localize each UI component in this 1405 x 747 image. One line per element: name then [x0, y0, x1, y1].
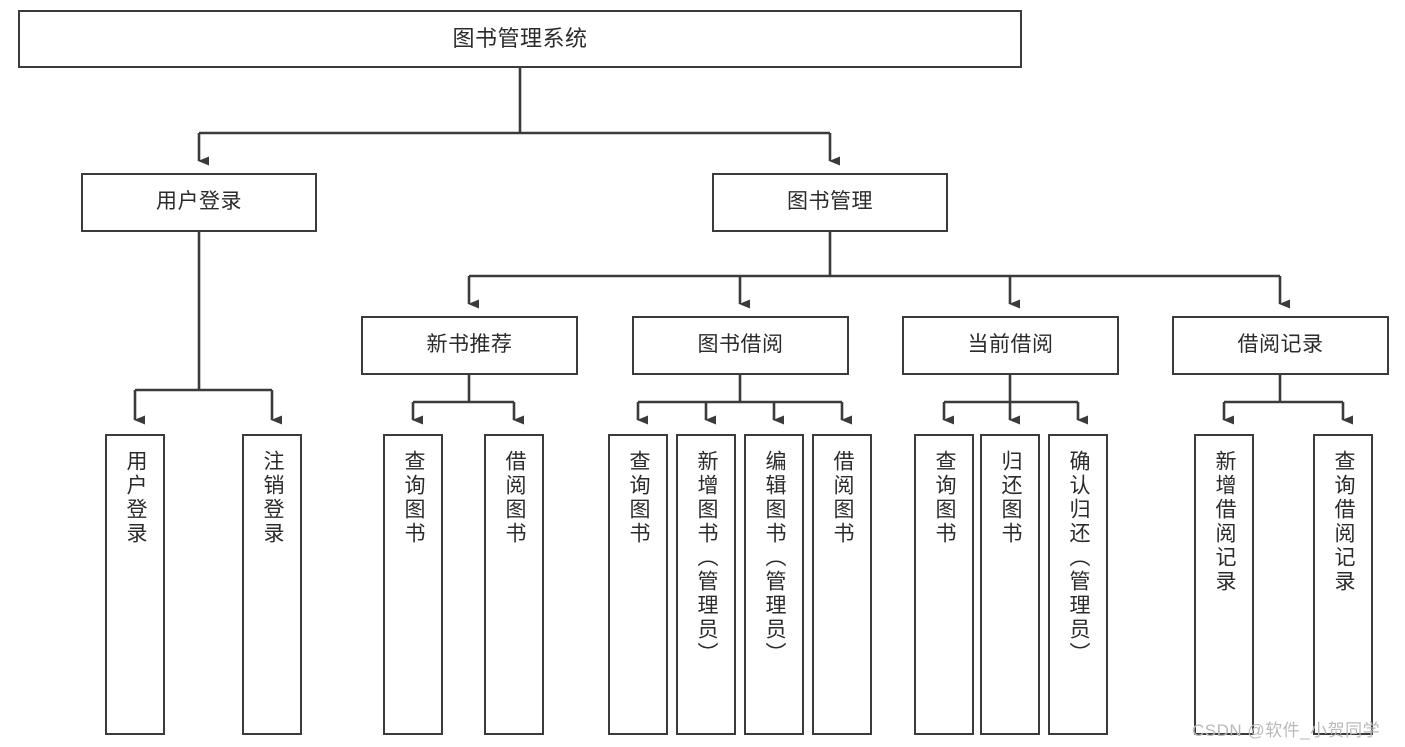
node-leaf-logout-label: 注销登录	[261, 450, 285, 546]
node-leaf-add-book-admin[interactable]: 新增图书（管理员）	[676, 434, 736, 735]
node-borrow-record[interactable]: 借阅记录	[1172, 316, 1389, 375]
node-leaf-query-book-recommend[interactable]: 查询图书	[383, 434, 443, 735]
node-leaf-borrow-book-recommend[interactable]: 借阅图书	[484, 434, 544, 735]
node-leaf-query-book-borrow[interactable]: 查询图书	[608, 434, 668, 735]
node-book-borrow[interactable]: 图书借阅	[632, 316, 849, 375]
node-leaf-add-book-admin-label: 新增图书（管理员）	[695, 450, 719, 666]
node-leaf-edit-book-admin-label: 编辑图书（管理员）	[763, 450, 787, 666]
node-user-login[interactable]: 用户登录	[81, 173, 317, 232]
node-leaf-edit-book-admin[interactable]: 编辑图书（管理员）	[744, 434, 804, 735]
node-current-borrow-label: 当前借阅	[967, 333, 1054, 357]
node-leaf-borrow-book-label: 借阅图书	[831, 450, 855, 546]
node-root-book-management-system[interactable]: 图书管理系统	[18, 10, 1022, 68]
node-book-borrow-label: 图书借阅	[697, 333, 784, 357]
node-leaf-query-book-borrow-label: 查询图书	[627, 450, 651, 546]
node-leaf-return-book[interactable]: 归还图书	[980, 434, 1040, 735]
node-leaf-query-book-current-label: 查询图书	[933, 450, 957, 546]
node-leaf-query-book-recommend-label: 查询图书	[402, 450, 426, 546]
node-borrow-record-label: 借阅记录	[1237, 333, 1324, 357]
node-leaf-user-login[interactable]: 用户登录	[105, 434, 165, 735]
node-leaf-confirm-return-admin-label: 确认归还（管理员）	[1067, 450, 1091, 666]
node-root-label: 图书管理系统	[452, 26, 588, 52]
node-leaf-return-book-label: 归还图书	[999, 450, 1023, 546]
node-current-borrow[interactable]: 当前借阅	[902, 316, 1119, 375]
node-leaf-query-book-current[interactable]: 查询图书	[914, 434, 974, 735]
node-leaf-borrow-book[interactable]: 借阅图书	[812, 434, 872, 735]
node-leaf-borrow-book-recommend-label: 借阅图书	[503, 450, 527, 546]
node-new-book-recommend[interactable]: 新书推荐	[361, 316, 578, 375]
node-user-login-label: 用户登录	[156, 190, 242, 214]
node-leaf-query-borrow-record-label: 查询借阅记录	[1332, 450, 1356, 594]
node-leaf-confirm-return-admin[interactable]: 确认归还（管理员）	[1048, 434, 1108, 735]
node-leaf-user-login-label: 用户登录	[124, 450, 148, 546]
node-book-management[interactable]: 图书管理	[712, 173, 948, 232]
node-leaf-add-borrow-record[interactable]: 新增借阅记录	[1194, 434, 1254, 735]
node-leaf-query-borrow-record[interactable]: 查询借阅记录	[1313, 434, 1373, 735]
node-book-management-label: 图书管理	[787, 190, 873, 214]
node-new-book-recommend-label: 新书推荐	[426, 333, 513, 357]
node-leaf-add-borrow-record-label: 新增借阅记录	[1213, 450, 1237, 594]
node-leaf-logout[interactable]: 注销登录	[242, 434, 302, 735]
